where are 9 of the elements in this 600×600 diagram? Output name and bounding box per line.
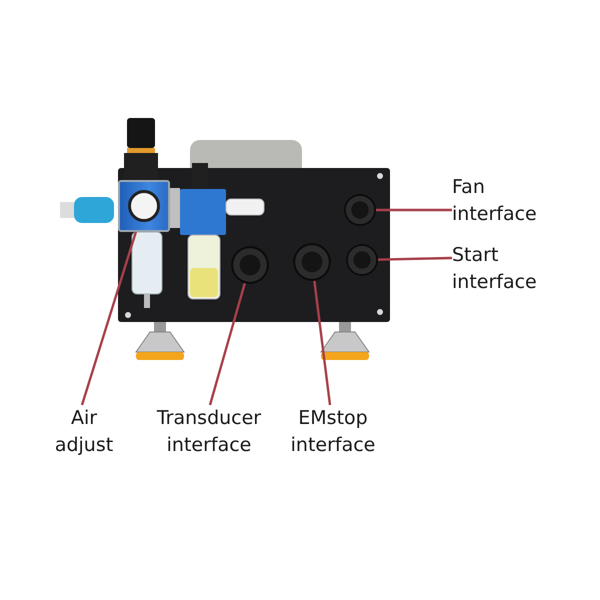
leader-line xyxy=(378,256,452,261)
leader-line xyxy=(376,208,452,212)
callout-label: Start interface xyxy=(452,242,572,298)
callout-label: Air adjust xyxy=(44,405,124,465)
callout-label: Fan interface xyxy=(452,174,572,230)
pressure-regulator-body xyxy=(118,180,170,232)
leader-line xyxy=(313,280,332,406)
leader-line xyxy=(208,282,246,406)
leader-line xyxy=(80,232,138,406)
